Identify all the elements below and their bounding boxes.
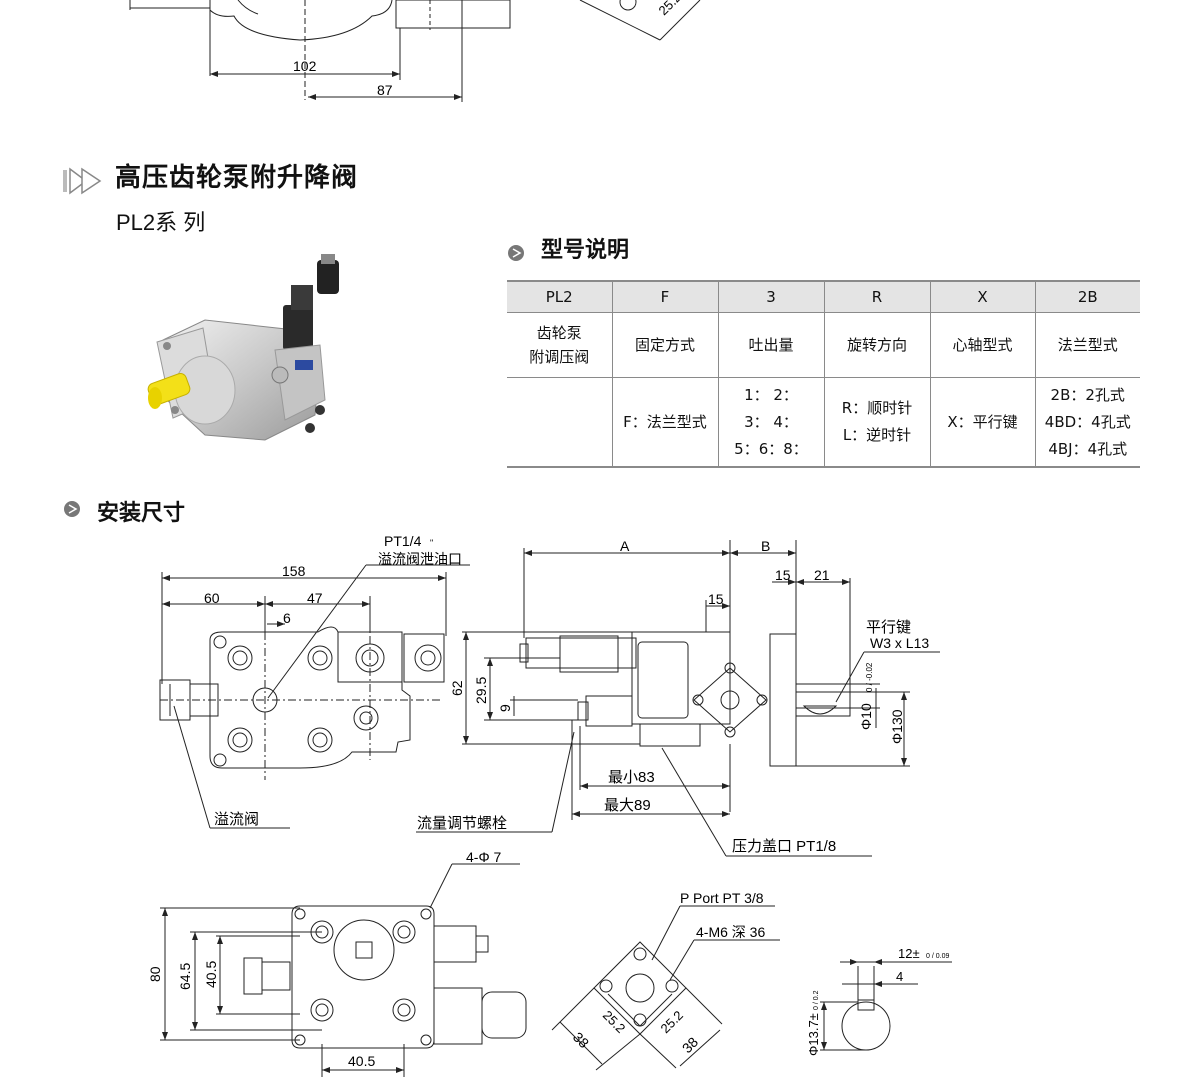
holes-label: 4-Φ 7 (466, 849, 502, 865)
relief-valve-label: 溢流阀 (214, 811, 259, 828)
model-heading-bullet (507, 244, 525, 266)
section-title: 高压齿轮泵附升降阀 (115, 163, 359, 193)
dim-phi10-tol: 0 / -0.02 (865, 662, 874, 692)
dim-158: 158 (282, 563, 306, 579)
shaft-view (841, 1001, 891, 1051)
dim-phi130: Φ130 (889, 709, 905, 744)
side-view-valve (525, 637, 637, 669)
dim-47: 47 (307, 590, 323, 606)
series-label: PL2系 列 (116, 210, 206, 235)
header-cell: PL2 (507, 280, 613, 313)
dim-60: 60 (204, 590, 220, 606)
dim-25-2-a: 25.2 (600, 1008, 629, 1037)
dim-9: 9 (497, 704, 513, 712)
dim-phi13-7: Φ13.7± (806, 1013, 821, 1056)
option-cell: 1： 2：3： 4：5：6：8： (718, 377, 825, 468)
dim-min83: 最小83 (608, 769, 655, 786)
key-title: 平行键 (866, 619, 911, 636)
dim-12-tol: 0 / 0.09 (926, 953, 949, 960)
desc-cell: 吐出量 (718, 312, 825, 378)
dim-phi13-tol: 0 / 0.2 (813, 990, 820, 1010)
model-table: PL2 F 3 R X 2B 齿轮泵附调压阀 固定方式 吐出量 旋转方向 心轴型… (507, 280, 1140, 468)
dim-A: A (620, 538, 630, 554)
dim-25-2-top: 25.2 (656, 0, 685, 18)
header-cell: 3 (718, 280, 825, 313)
desc-cell: 法兰型式 (1035, 312, 1140, 378)
desc-cell: 固定方式 (612, 312, 719, 378)
front-view-body (209, 626, 411, 769)
dim-64-5: 64.5 (177, 963, 193, 990)
install-heading-bullet (63, 500, 81, 522)
dim-40-5-vertical: 40.5 (203, 961, 219, 988)
drain-port-mark: " (430, 538, 433, 548)
header-cell: X (930, 280, 1036, 313)
dim-38-b: 38 (679, 1034, 701, 1056)
drain-label: 溢流阀泄油口 (378, 551, 462, 567)
dim-4: 4 (896, 969, 903, 984)
dim-40-5-horizontal: 40.5 (348, 1053, 375, 1069)
dim-38-a: 38 (570, 1029, 592, 1051)
header-cell: 2B (1035, 280, 1140, 313)
key-size: W3 x L13 (870, 635, 929, 651)
table-header-row: PL2 F 3 R X 2B (507, 280, 1140, 313)
install-heading: 安装尺寸 (97, 501, 186, 526)
dim-21: 21 (814, 567, 830, 583)
option-cell: X：平行键 (930, 377, 1036, 468)
flow-screw-label: 流量调节螺栓 (417, 815, 507, 832)
p-port-label: P Port PT 3/8 (680, 890, 764, 906)
desc-cell: 旋转方向 (824, 312, 931, 378)
pressure-port-label: 压力盖口 PT1/8 (732, 838, 836, 855)
dim-15-a: 15 (775, 567, 791, 583)
dim-29-5: 29.5 (473, 677, 489, 704)
table-desc-row: 齿轮泵附调压阀 固定方式 吐出量 旋转方向 心轴型式 法兰型式 (507, 312, 1140, 378)
desc-cell: 齿轮泵附调压阀 (507, 312, 613, 378)
dim-6: 6 (283, 610, 291, 626)
dim-phi10: Φ10 (858, 703, 874, 730)
dim-62: 62 (449, 680, 465, 696)
desc-cell: 心轴型式 (930, 312, 1036, 378)
dim-B: B (761, 538, 770, 554)
dim-max89: 最大89 (604, 797, 651, 814)
m6-label: 4-M6 深 36 (696, 924, 765, 940)
drain-port-label: PT1/4 (384, 533, 422, 549)
dim-15-b: 15 (708, 591, 724, 607)
model-heading: 型号说明 (541, 238, 630, 263)
dim-12: 12± (898, 946, 920, 961)
flange-view (291, 905, 435, 1049)
dim-87: 87 (377, 82, 393, 98)
dim-80: 80 (147, 966, 163, 982)
option-cell (507, 377, 613, 468)
option-cell: F：法兰型式 (612, 377, 719, 468)
dim-102: 102 (293, 58, 317, 74)
header-cell: R (824, 280, 931, 313)
header-cell: F (612, 280, 719, 313)
section-title-icon (62, 166, 104, 200)
top-partial-drawing: 102 87 25.2 (129, 0, 701, 102)
installation-drawing: PT1/4 " 溢流阀泄油口 158 60 47 6 A B 15 21 15 … (147, 533, 952, 1077)
pump-photo (147, 254, 339, 441)
